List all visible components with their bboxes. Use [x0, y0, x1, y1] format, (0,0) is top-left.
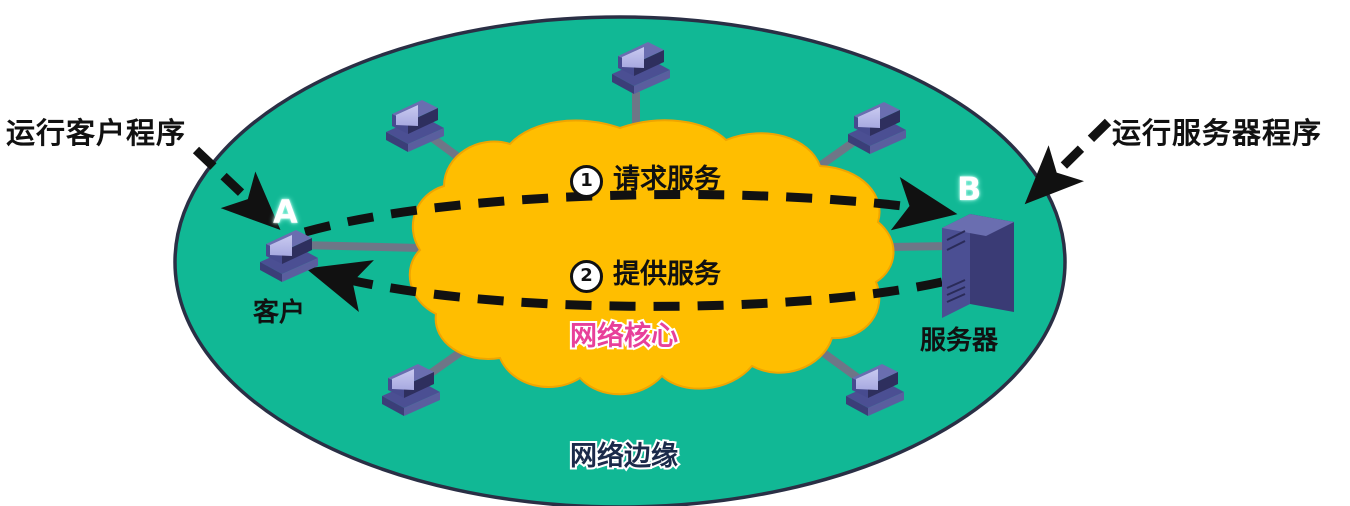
link-client — [299, 241, 421, 252]
request-flow-arrow — [303, 177, 958, 237]
host-top-right[interactable] — [848, 102, 906, 154]
flow-label-request: 1 请求服务 — [570, 157, 721, 198]
callout-label-client-program: 运行客户程序 — [6, 116, 187, 150]
callout-arrow-client — [192, 146, 281, 231]
host-bottom-left[interactable] — [382, 364, 440, 416]
network-core-cloud — [408, 119, 895, 396]
flow-text-1: 请求服务 — [613, 164, 721, 195]
callout-label-server-program: 运行服务器程序 — [1112, 116, 1323, 150]
flow-label-reply: 2 提供服务 — [570, 252, 721, 293]
network-core-label: 网络核心 — [568, 319, 680, 354]
host-top[interactable] — [612, 42, 670, 94]
flow-number-1: 1 — [570, 165, 603, 198]
server-node-letter: B — [957, 170, 982, 208]
client-node-caption: 客户 — [253, 298, 306, 328]
flow-text-2: 提供服务 — [613, 259, 721, 290]
client-node[interactable] — [260, 230, 318, 282]
reply-flow-arrow — [305, 260, 943, 312]
flow-number-2: 2 — [570, 260, 603, 293]
host-top-left[interactable] — [386, 100, 444, 152]
server-node-caption: 服务器 — [920, 326, 999, 356]
host-bottom-right[interactable] — [846, 364, 904, 416]
callout-arrow-server — [1024, 118, 1112, 205]
network-edge-label: 网络边缘 — [568, 439, 680, 474]
server-node[interactable] — [942, 214, 1014, 318]
client-node-letter: A — [273, 193, 298, 231]
